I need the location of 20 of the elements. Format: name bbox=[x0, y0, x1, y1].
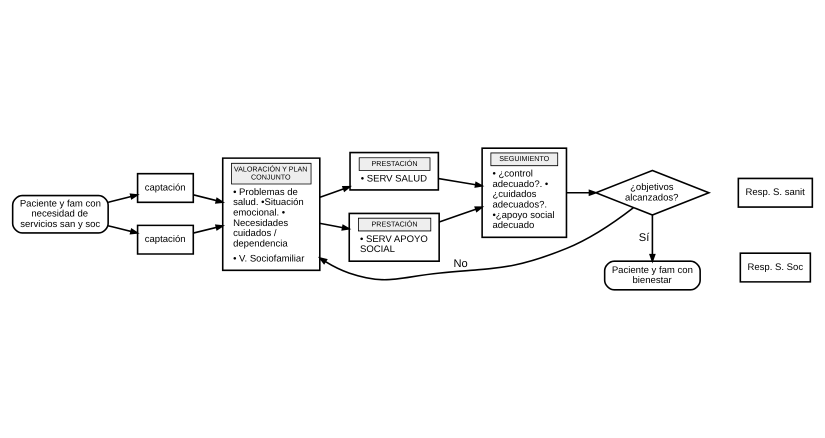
arrow bbox=[193, 224, 226, 234]
arrow bbox=[438, 206, 484, 223]
node-box: Resp. S. sanit bbox=[738, 178, 814, 208]
arrow bbox=[108, 225, 140, 234]
node-box: Resp. S. Soc bbox=[740, 252, 812, 283]
arrow bbox=[108, 193, 140, 204]
arrow bbox=[566, 189, 598, 196]
node-box: Paciente y fam con bienestar bbox=[604, 260, 701, 291]
arrow bbox=[318, 206, 634, 280]
edge-label: No bbox=[454, 258, 468, 270]
arrow bbox=[193, 194, 226, 204]
arrow bbox=[649, 215, 656, 264]
node-box: captación bbox=[136, 172, 194, 204]
node-diamond: ¿objetivos alcanzados? bbox=[594, 170, 712, 216]
edge-label: Sí bbox=[638, 232, 650, 244]
arrow bbox=[320, 222, 352, 231]
node-box: captación bbox=[136, 224, 194, 255]
arrow bbox=[438, 178, 484, 188]
node-box: Paciente y fam con necesidad de servicios san y soc bbox=[12, 194, 109, 234]
arrow bbox=[320, 186, 352, 198]
